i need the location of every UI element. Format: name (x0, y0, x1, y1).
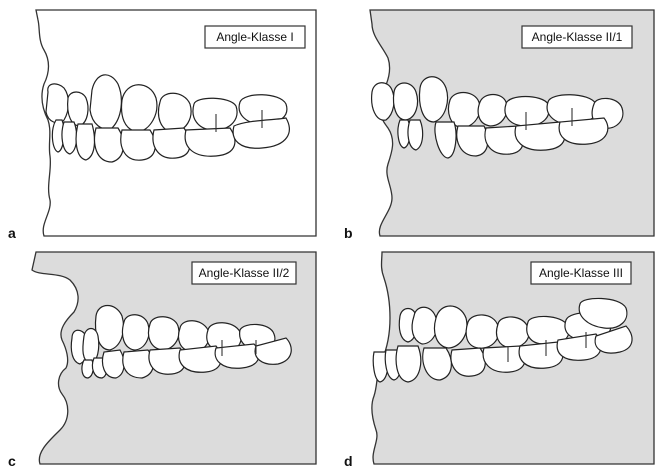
panel-d-tooth (395, 345, 422, 383)
panel-a-teeth (45, 74, 290, 163)
panel-a-letter: a (8, 225, 16, 241)
panel-a-tooth (75, 123, 96, 161)
panel-d-label-box (530, 261, 632, 285)
panel-a-tooth (184, 127, 236, 157)
panel-a-tooth (157, 92, 192, 133)
panel-a-tooth (152, 127, 191, 159)
panel-c-letter: c (8, 453, 16, 469)
panel-c-tooth (101, 349, 125, 379)
panel-c-tooth (82, 327, 100, 365)
panel-c-label-box (191, 261, 297, 285)
panel-c-tooth (94, 304, 125, 351)
panel-d-tooth (578, 297, 628, 329)
panel-c-tooth (254, 337, 292, 365)
panel-a-tooth (67, 91, 89, 127)
panel-a-tooth (89, 74, 122, 130)
panel-a-label: Angle-Klasse I (216, 30, 293, 44)
panel-d-tooth (411, 306, 438, 345)
panel-d: Angle-Klasse III d (344, 251, 655, 469)
panel-d-tooth (433, 305, 468, 349)
panel-c-tooth (121, 314, 150, 351)
panel-b-tooth (371, 82, 395, 121)
panel-d-tooth (422, 347, 452, 381)
panel-b-tooth (514, 121, 566, 151)
panel-c-tooth (81, 359, 94, 379)
panel-d-label: Angle-Klasse III (539, 266, 623, 280)
panel-d-tooth (495, 316, 530, 349)
panel-a-tooth (232, 117, 290, 149)
panel-d-letter: d (344, 453, 353, 469)
panel-d-tooth (465, 314, 500, 349)
panel-b-label: Angle-Klasse II/1 (532, 30, 623, 44)
panel-c-label: Angle-Klasse II/2 (199, 266, 290, 280)
panel-a-tooth (120, 129, 156, 161)
panel-c-teeth (70, 304, 292, 379)
panel-a-tooth (120, 84, 158, 133)
panel-b: Angle-Klasse II/1 b (344, 9, 655, 241)
panel-c: Angle-Klasse II/2 c (8, 251, 317, 469)
panel-d-tooth (518, 341, 564, 369)
panel-b-tooth (447, 91, 481, 129)
panel-d-teeth (372, 297, 633, 383)
panel-b-tooth (504, 95, 550, 127)
panel-b-tooth (558, 117, 609, 145)
panel-a-label-box (204, 25, 306, 49)
panel-b-tooth (407, 119, 424, 151)
panel-c-tooth (177, 320, 210, 353)
panel-b-label-box (521, 25, 633, 49)
panel-b-tooth (392, 82, 419, 121)
panel-c-tooth (147, 316, 180, 351)
panel-b-teeth (371, 76, 624, 159)
panel-a-tooth (61, 121, 78, 155)
panel-a-tooth (192, 97, 238, 131)
panel-a: Angle-Klasse I a (8, 9, 317, 241)
panel-b-letter: b (344, 225, 353, 241)
panel-c-tooth (178, 345, 222, 373)
panel-b-tooth (477, 93, 508, 127)
panel-b-tooth (434, 121, 457, 159)
panel-a-tooth (45, 83, 70, 124)
panel-d-tooth (594, 325, 633, 354)
panel-b-tooth (418, 76, 449, 123)
